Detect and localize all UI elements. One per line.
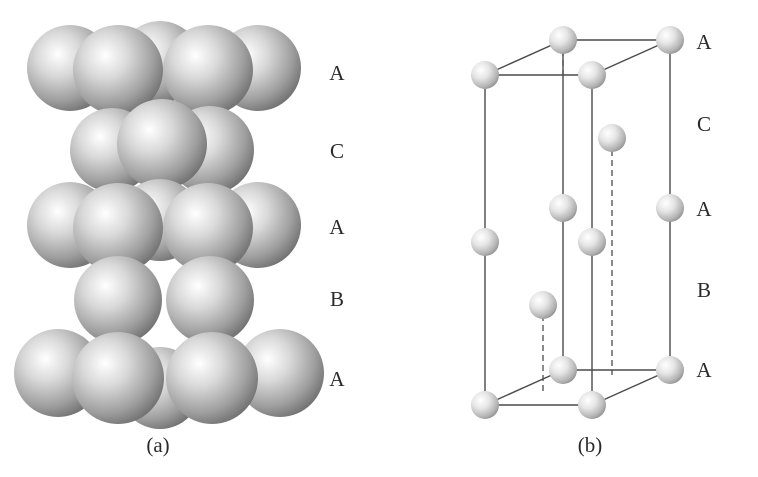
panel-a-caption: (a) [146,433,169,457]
atom [598,124,626,152]
atom [656,356,684,384]
sphere [236,329,324,417]
cell-edge [484,369,564,406]
layer-c [70,99,254,194]
layer-a-bottom [14,329,324,429]
layer-label: B [330,287,344,311]
sphere [117,99,207,189]
sphere [166,332,258,424]
panel-a-spheres [14,21,324,429]
layer-label: C [697,112,711,136]
layer-label: B [697,278,711,302]
sphere [73,25,163,115]
atom [549,26,577,54]
cell-edge [591,369,671,406]
sphere [74,256,162,344]
sphere [166,256,254,344]
sphere [72,332,164,424]
atom [656,194,684,222]
panel-b-layer-labels: A C A B A [696,30,712,382]
layer-b [74,256,254,344]
panel-b-caption: (b) [578,433,603,457]
layer-label: A [696,197,712,221]
sphere [73,183,163,273]
atom [549,194,577,222]
atom [656,26,684,54]
layer-label: A [696,358,712,382]
layer-label: A [696,30,712,54]
layer-label: A [329,61,345,85]
cell-edge [484,39,564,76]
atom [578,391,606,419]
sphere [163,183,253,273]
panel-a-layer-labels: A C A B A [329,61,345,391]
panel-b-atoms [471,26,684,419]
layer-a-top [27,21,301,115]
atom [529,291,557,319]
atom [471,228,499,256]
atom [578,228,606,256]
atom [578,61,606,89]
sphere [163,25,253,115]
cell-edge [591,39,671,76]
atom [471,391,499,419]
atom [471,61,499,89]
atom [549,356,577,384]
layer-label: A [329,215,345,239]
panel-b-cell-edges [484,39,671,406]
layer-a-middle [27,179,301,273]
layer-label: C [330,139,344,163]
layer-label: A [329,367,345,391]
